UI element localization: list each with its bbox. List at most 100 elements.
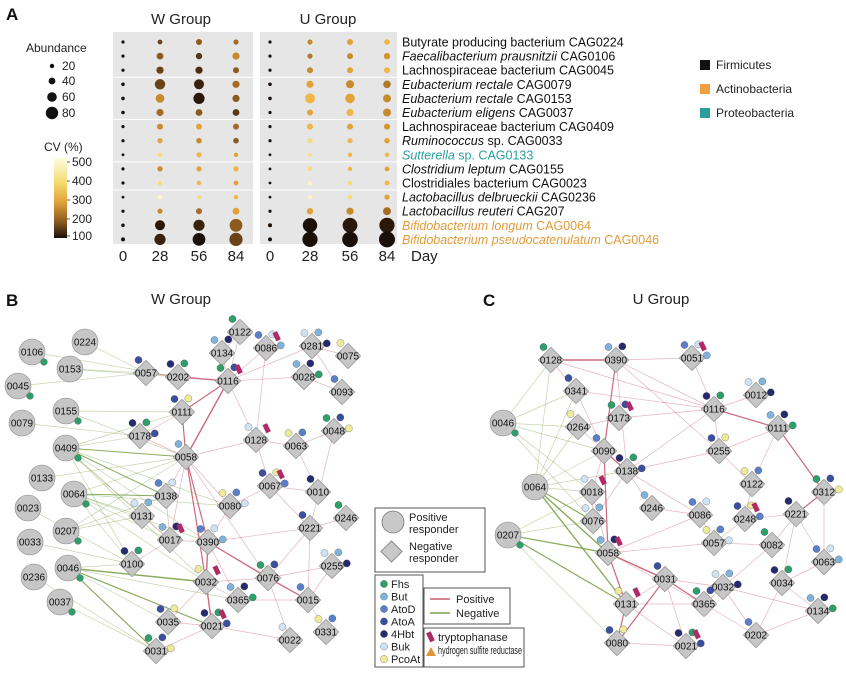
edge-legend-label: Positive [456,594,495,606]
gene-annotation-dot [516,541,524,549]
abundance-dot [197,195,201,200]
gene-legend-swatch [380,655,388,663]
gene-legend-label: Fhs [391,579,410,591]
gene-annotation-dot [618,342,627,351]
positive-responder-node [52,517,80,545]
gene-annotation-dot [604,343,613,351]
negative-responder-node [578,478,606,506]
positive-responder-node [28,464,56,492]
node-label: 0093 [331,388,354,399]
abundance-dot [156,66,164,74]
node-label: 0064 [63,490,86,501]
node-label: 0134 [211,349,234,360]
gene-annotation-dot [334,548,343,557]
positive-edge [718,427,779,452]
species-labels: Butyrate producing bacterium CAG0224Faec… [402,36,659,247]
tryptophanase-marker [614,536,623,547]
abundance-dot [121,54,125,58]
gene-annotation-dot [74,537,82,545]
negative-responder-node [252,334,280,362]
positive-edge [607,514,701,554]
gene-annotation-dot [826,474,835,483]
negative-edge [65,447,167,497]
gene-annotation-dot [144,634,153,642]
gene-annotation-dot [336,339,345,347]
gene-annotation-dot [674,629,683,637]
gene-annotation-dot [210,524,219,533]
abundance-dot [193,92,205,104]
gene-annotation-dot [789,421,797,430]
abundance-dot [384,180,390,186]
gene-legend-label: AtoD [391,604,416,616]
abundance-dot [268,181,272,185]
gene-annotation-dot [216,364,225,372]
gene-annotation-dot [228,315,237,323]
negative-responder-node [318,552,346,580]
day-tick: 84 [379,248,396,265]
gene-legend-swatch [380,617,388,626]
gene-legend-label: PcoAt [391,654,420,666]
abundance-dot [158,195,162,200]
gene-annotation-dot [74,454,82,462]
panel-b-label: B [6,291,18,310]
abundance-dot [196,152,202,158]
species-genus: Lactobacillus delbrueckii [402,191,539,205]
negative-edge [65,456,187,532]
negative-responder-node [705,437,733,465]
negative-responder-node [304,478,332,506]
negative-edge [67,567,213,627]
abundance-dot [307,109,313,116]
size-legend-dot [48,77,56,85]
network-legend: Positive responder Negative responder Fh… [374,507,525,668]
node-label: 0046 [492,419,515,430]
abundance-dot [196,39,202,45]
node-label: 0390 [197,538,220,549]
negative-edge [69,368,179,378]
gene-annotation-dot [566,410,575,418]
node-label: 0015 [297,596,320,607]
node-label: 0058 [175,453,198,464]
abundance-dot [195,52,203,60]
gene-annotation-dot [194,565,203,573]
abundance-dot [233,137,239,144]
abundance-dot [192,233,206,246]
node-label: 0075 [337,352,360,363]
abundance-dot [196,180,202,186]
negative-responder-icon [380,540,403,563]
abundance-dot [229,232,243,246]
abundance-dot [268,125,272,129]
node-label: 0010 [307,488,330,499]
negative-responder-node [152,482,180,510]
negative-responder-node [768,569,796,597]
abundance-dot [194,79,204,90]
node-label: 0128 [245,436,268,447]
tryptophanase-marker [234,364,243,375]
size-legend-label: 60 [62,90,76,104]
negative-responder-node [678,344,706,372]
species-id: CAG0079 [513,78,571,92]
gene-legend-label: 4Hbt [391,629,414,641]
gene-annotation-dot [277,341,285,350]
negative-responder-node [603,629,631,657]
node-label: 0100 [121,560,144,571]
negative-responder-node [126,422,154,450]
tryptophanase-marker [218,609,227,620]
abundance-dot [121,153,125,157]
gene-annotation-dot [156,605,165,613]
negative-edge [65,410,187,458]
negative-edge [507,534,618,644]
negative-responder-node [164,363,192,391]
hydrogen-sulfite-reductase-legend-marker [426,647,436,656]
positive-edge [267,527,311,579]
abundance-dot [232,52,240,60]
gene-annotation-dot [218,489,227,497]
node-label: 0035 [157,618,180,629]
negative-responder-node [132,359,160,387]
negative-responder-label-2: responder [409,553,459,565]
positive-responder-node [18,338,46,366]
species-label: Bifidobacterium pseudocatenulatum CAG004… [402,233,659,247]
gene-annotation-dot [170,604,179,613]
node-label: 0153 [59,365,82,376]
